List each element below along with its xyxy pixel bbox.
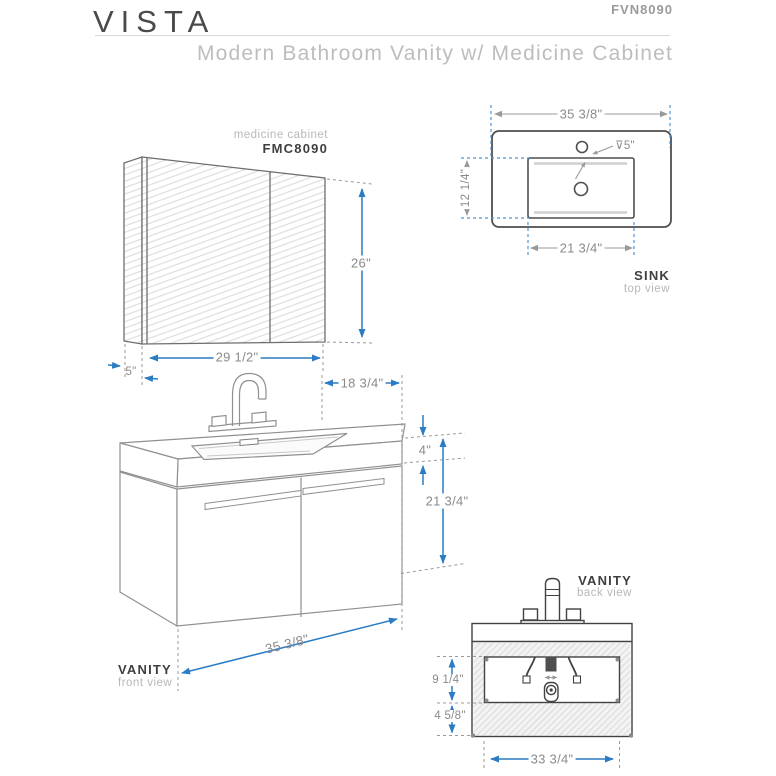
page-subtitle: Modern Bathroom Vanity w/ Medicine Cabin… (196, 42, 673, 65)
dim-back-opening-height: 9 1/4" (430, 674, 466, 686)
dim-back-bottom-height: 4 5/8" (432, 710, 468, 722)
vanity-back-label: VANITY (578, 573, 632, 588)
medicine-cabinet-model: FMC8090 (262, 141, 328, 156)
dim-sink-basin-width: 21 3/4" (557, 240, 605, 256)
sink-top-view-drawing (461, 105, 672, 258)
vanity-front-view-drawing (119, 372, 466, 691)
vanity-front-sublabel: front view (118, 677, 173, 689)
dim-cabinet-height: 26" (349, 255, 373, 271)
dim-cabinet-depth: 5" (125, 366, 137, 378)
dim-counter-height: 4" (418, 442, 432, 458)
dim-vanity-depth: 18 3/4" (338, 375, 386, 391)
dim-sink-front-back: 12 1/4" (460, 166, 472, 210)
medicine-cabinet-label: medicine cabinet (233, 129, 328, 141)
model-number: FVN8090 (611, 2, 673, 17)
brand-title: VISTA (93, 4, 216, 39)
dim-sink-basin-depth: ⊽5" (615, 140, 635, 152)
vanity-front-label: VANITY (118, 662, 172, 677)
sink-view-label: SINK (634, 268, 670, 283)
vanity-back-sublabel: back view (577, 587, 632, 599)
dim-cabinet-width: 29 1/2" (213, 349, 261, 365)
dim-vanity-height: 21 3/4" (423, 493, 471, 509)
sink-view-sublabel: top view (623, 283, 670, 295)
dim-sink-width: 35 3/8" (557, 106, 605, 122)
dim-back-mount-width: 33 3/4" (528, 751, 576, 767)
vanity-back-view-drawing (437, 577, 634, 770)
header-divider (95, 35, 670, 36)
